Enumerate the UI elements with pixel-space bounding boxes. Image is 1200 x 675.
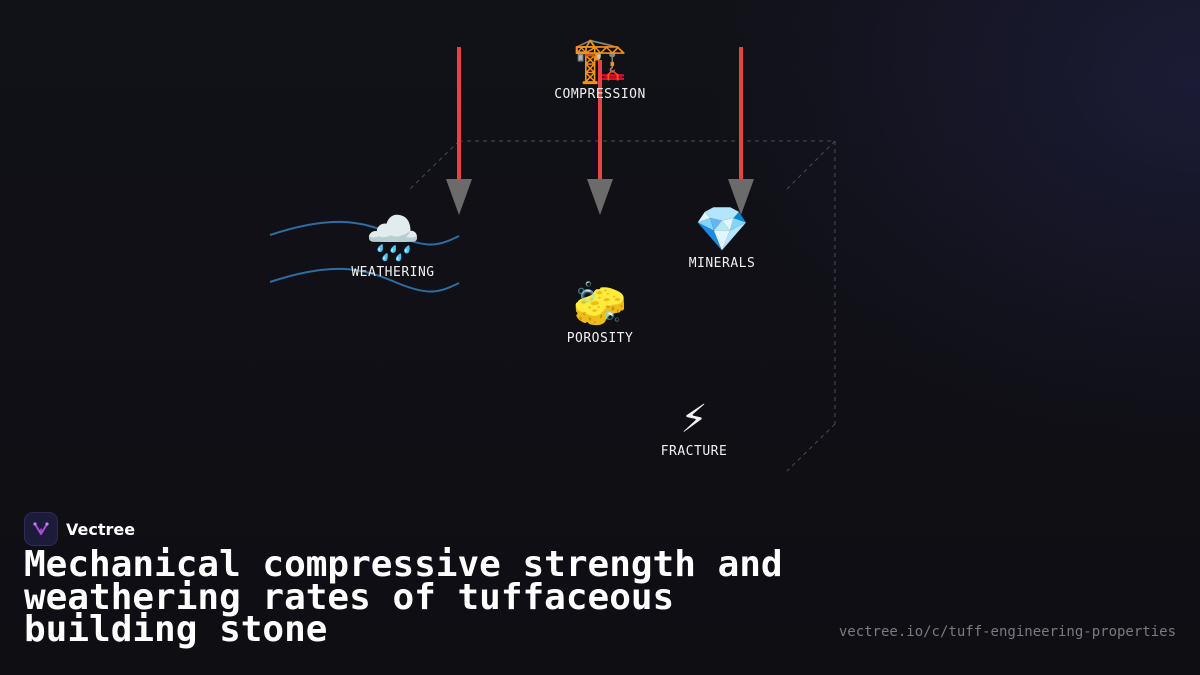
building-construction-icon: 🏗️ xyxy=(572,35,628,86)
node-compression-label: COMPRESSION xyxy=(554,87,646,102)
node-compression: 🏗️ COMPRESSION xyxy=(554,35,646,103)
compression-arrow-right xyxy=(728,47,754,215)
brand-name: Vectree xyxy=(66,519,136,539)
source-url[interactable]: vectree.io/c/tuff-engineering-properties xyxy=(838,624,1176,640)
sponge-icon: 🧽 xyxy=(572,279,628,330)
node-weathering-label: WEATHERING xyxy=(351,265,435,280)
stone-block-outline xyxy=(409,140,836,472)
compression-arrow-left xyxy=(446,47,472,215)
node-minerals-label: MINERALS xyxy=(688,256,756,271)
water-waves xyxy=(269,220,460,293)
node-porosity-label: POROSITY xyxy=(566,331,634,346)
brand[interactable]: Vectree xyxy=(24,512,135,546)
water-wave-upper xyxy=(269,220,460,246)
node-fracture-label: FRACTURE xyxy=(660,444,728,459)
page-title: Mechanical compressive strength and weat… xyxy=(24,544,783,650)
node-weathering: 🌧️ WEATHERING xyxy=(351,213,435,281)
compression-arrow-center xyxy=(587,60,613,215)
gem-icon: 💎 xyxy=(694,204,750,255)
node-minerals: 💎 MINERALS xyxy=(688,204,756,272)
water-wave-lower xyxy=(269,267,460,293)
lightning-bolt-icon: ⚡ xyxy=(680,392,708,443)
vectree-logo-icon xyxy=(24,512,58,546)
compression-arrows xyxy=(446,47,754,215)
node-fracture: ⚡ FRACTURE xyxy=(660,392,728,460)
cloud-with-rain-icon: 🌧️ xyxy=(365,213,421,264)
node-porosity: 🧽 POROSITY xyxy=(566,279,634,347)
